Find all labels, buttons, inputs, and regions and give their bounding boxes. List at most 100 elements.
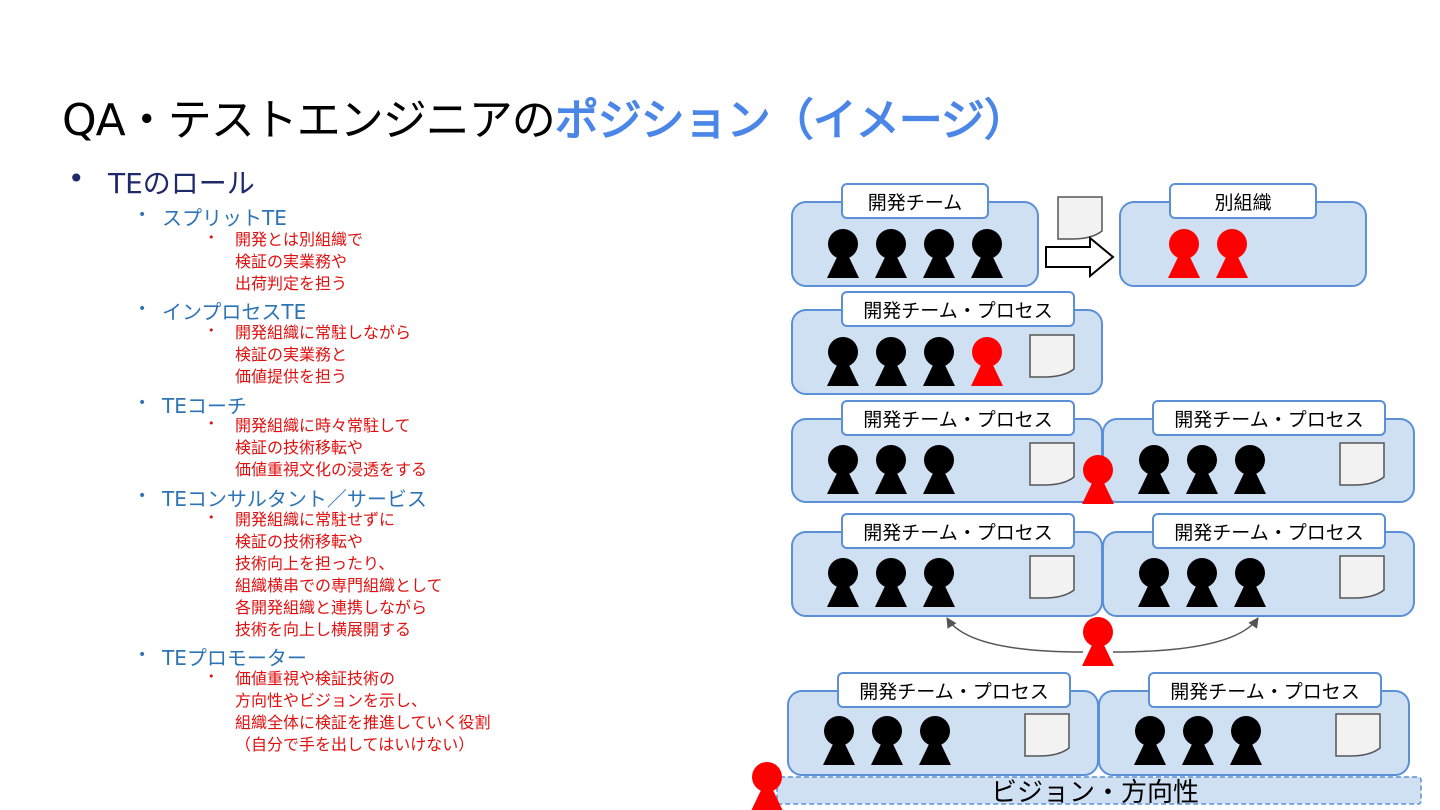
te-coach-row: 開発チーム・プロセス 開発チーム・プロセス [791, 400, 1415, 504]
heading-text: TEのロール [108, 167, 255, 200]
process-label: 開発チーム・プロセス [859, 681, 1048, 703]
page-title: QA・テストエンジニアのポジション（イメージ） [62, 84, 1028, 148]
other-org-label: 別組織 [1214, 192, 1271, 214]
desc-line: 検証の技術移転や [235, 438, 364, 457]
process-label-box [1152, 400, 1386, 436]
process-label: 開発チーム・プロセス [863, 522, 1052, 544]
person-icon [1230, 716, 1262, 765]
person-icon [827, 229, 859, 278]
vision-bar [776, 776, 1422, 805]
process-label-box [1148, 672, 1382, 708]
document-icon [1335, 713, 1381, 757]
process-label-box [837, 672, 1071, 708]
person-icon [923, 558, 955, 607]
desc-line: 開発とは別組織で [235, 230, 364, 249]
bullet: • [138, 647, 147, 663]
document-icon [1029, 442, 1075, 486]
desc-line: 開発組織に時々常駐して [235, 416, 411, 435]
document-icon [1029, 334, 1075, 378]
role-name: インプロセスTE [162, 300, 307, 324]
bullet: • [208, 324, 215, 337]
person-icon [823, 716, 855, 765]
in-process-te-row: 開発チーム・プロセス [791, 291, 1103, 395]
document-icon [1024, 713, 1070, 757]
document-icon [1339, 442, 1385, 486]
process-label: 開発チーム・プロセス [1174, 522, 1363, 544]
person-icon [971, 229, 1003, 278]
org-label-box [1169, 183, 1317, 219]
person-icon [827, 558, 859, 607]
bullet: • [208, 511, 215, 524]
person-icon [827, 337, 859, 386]
process-label-box [1152, 513, 1386, 549]
arrow-right-icon [1045, 235, 1115, 279]
team-label: 開発チーム [868, 192, 962, 214]
person-icon [919, 716, 951, 765]
desc-line: 開発組織に常駐しながら [235, 323, 412, 342]
process-label: 開発チーム・プロセス [1174, 409, 1363, 431]
double-arrow-curve-icon [1112, 617, 1259, 653]
bullet: • [138, 395, 147, 411]
process-label: 開発チーム・プロセス [863, 409, 1052, 431]
person-icon [1082, 617, 1114, 666]
role-name: スプリットTE [162, 206, 287, 230]
desc-line: 出荷判定を担う [235, 274, 348, 293]
process-label-box [841, 291, 1075, 327]
person-icon [1186, 445, 1218, 494]
team-label-box [841, 183, 989, 219]
process-label-box [841, 513, 1075, 549]
person-icon [1216, 229, 1248, 278]
desc-line: 各開発組織と連携しながら [235, 598, 428, 617]
desc-line: 開発組織に常駐せずに [235, 510, 396, 529]
person-icon [827, 445, 859, 494]
te-consultant-row: 開発チーム・プロセス 開発チーム・プロセス [791, 513, 1415, 666]
desc-line: 検証の実業務や [235, 252, 348, 271]
desc-line: 価値提供を担う [235, 367, 348, 386]
bullet: • [138, 301, 147, 317]
desc-line: 価値重視文化の浸透をする [235, 460, 428, 479]
person-icon [751, 762, 783, 810]
desc-line: 組織全体に検証を推進していく役割 [235, 713, 491, 732]
person-icon [923, 229, 955, 278]
process-label: 開発チーム・プロセス [1170, 681, 1359, 703]
bullet: • [68, 162, 85, 195]
vision-label: ビジョン・方向性 [991, 778, 1199, 808]
desc-line: （自分で手を出してはいけない） [235, 735, 475, 754]
title-prefix: QA・テストエンジニアの [62, 95, 556, 146]
process-label-box [841, 400, 1075, 436]
person-icon [1138, 445, 1170, 494]
document-icon [1029, 555, 1075, 599]
person-icon [923, 445, 955, 494]
person-icon [875, 229, 907, 278]
role-name: TEプロモーター [162, 646, 307, 670]
person-icon [871, 716, 903, 765]
role-name: TEコーチ [162, 394, 247, 418]
person-icon [1234, 558, 1266, 607]
person-icon [875, 558, 907, 607]
person-icon [1138, 558, 1170, 607]
person-icon [1186, 558, 1218, 607]
te-promoter-row: 開発チーム・プロセス 開発チーム・プロセス ビジョン・方向性 [751, 672, 1422, 810]
bullet: • [138, 488, 147, 504]
desc-line: 技術を向上し横展開する [235, 620, 412, 639]
bullet: • [208, 670, 215, 683]
bullet: • [138, 207, 147, 223]
person-icon [1234, 445, 1266, 494]
double-arrow-curve-icon [946, 617, 1084, 653]
document-icon [1057, 196, 1103, 240]
desc-line: 検証の実業務と [235, 345, 348, 364]
person-icon [1134, 716, 1166, 765]
person-icon [971, 337, 1003, 386]
desc-line: 価値重視や検証技術の [235, 669, 396, 688]
process-label: 開発チーム・プロセス [863, 300, 1052, 322]
role-name: TEコンサルタント／サービス [162, 487, 427, 511]
person-icon [923, 337, 955, 386]
desc-line: 検証の技術移転や [235, 532, 364, 551]
desc-line: 技術向上を担ったり、 [235, 554, 395, 573]
person-icon [1182, 716, 1214, 765]
person-icon [875, 445, 907, 494]
person-icon [875, 337, 907, 386]
desc-line: 方向性やビジョンを示し、 [235, 691, 428, 710]
person-icon [1082, 455, 1114, 504]
